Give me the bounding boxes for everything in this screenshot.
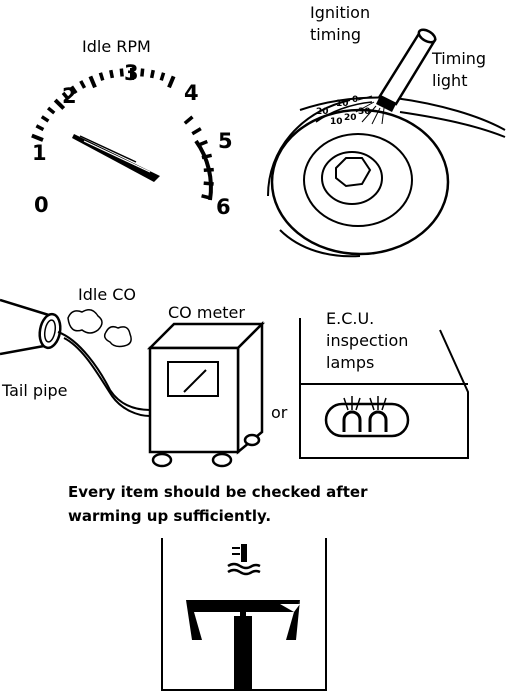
ecu-label-1: E.C.U.	[326, 309, 374, 328]
warmup-note-line2: warming up sufficiently.	[68, 507, 271, 525]
co-meter-box	[146, 320, 266, 468]
pulley-bolt	[335, 157, 372, 188]
ecu-lamps-illustration: E.C.U. inspection lamps	[299, 309, 469, 459]
timing-mark-30: 30	[358, 107, 371, 117]
tach-tick	[53, 98, 66, 110]
ecu-label-3: lamps	[326, 353, 374, 372]
idle-co-label: Idle CO	[78, 285, 136, 304]
timing-mark-0: 0	[352, 95, 358, 105]
tach-tick	[119, 68, 124, 77]
tach-tick	[140, 68, 145, 77]
tach-tick	[40, 115, 50, 123]
tach-number-2: 2	[62, 84, 77, 108]
crank-pulley	[270, 108, 450, 258]
timing-label: timing	[310, 25, 361, 44]
tail-pipe-label: Tail pipe	[1, 381, 68, 400]
timing-mark-10: 10	[336, 99, 349, 109]
tach-needle	[72, 134, 160, 182]
timing-light-label-2: light	[432, 71, 467, 90]
tach-tick	[167, 75, 176, 89]
timing-mark-20b: 20	[344, 113, 357, 123]
tach-tick	[61, 91, 70, 101]
timing-mark-20: 20	[316, 107, 329, 117]
tach-tick	[109, 69, 115, 79]
co-meter-label: CO meter	[168, 303, 245, 322]
tach-number-0: 0	[34, 193, 49, 217]
inspection-lamp-icon	[324, 396, 410, 438]
tach-tick	[191, 127, 202, 136]
co-meter-illustration: Idle CO CO meter Tail pipe or	[0, 285, 288, 468]
timing-scale: 20 10 0 10 20 30	[315, 95, 373, 127]
tach-tick	[35, 124, 45, 132]
tach-tick	[79, 80, 87, 89]
tach-tick	[46, 106, 56, 115]
tach-number-6: 6	[216, 195, 231, 219]
timing-mark-10b: 10	[330, 117, 343, 127]
tach-number-1: 1	[32, 141, 47, 165]
tach-redzone-arc	[194, 139, 213, 201]
tach-number-4: 4	[184, 81, 199, 105]
meter-needle	[183, 369, 207, 393]
timing-light-icon	[355, 28, 437, 125]
meter-gauge-window	[167, 361, 219, 397]
tach-tick	[98, 72, 105, 81]
tail-pipe-icon	[0, 298, 151, 417]
or-label: or	[271, 403, 288, 422]
ignition-timing-illustration: Ignition timing Timing light 20 10 0 10 …	[267, 3, 506, 258]
tach-number-5: 5	[218, 129, 233, 153]
tach-number-3: 3	[124, 61, 139, 85]
tach-tick	[159, 72, 166, 81]
timing-light-label-1: Timing	[431, 49, 486, 68]
tach-tick	[183, 115, 194, 125]
tach-tick	[149, 69, 155, 79]
tachometer: Idle RPM 0 1 2 3 45 6	[31, 37, 233, 219]
thermometer-warm-icon	[161, 538, 327, 691]
tach-tick	[31, 133, 44, 142]
warmup-note-line1: Every item should be checked after	[68, 483, 368, 501]
tach-scale-numbers: 0 1 2 3 45 6	[32, 61, 233, 219]
tach-tick	[88, 75, 97, 89]
ecu-label-2: inspection	[326, 331, 408, 350]
ignition-label: Ignition	[310, 3, 370, 22]
idle-rpm-label: Idle RPM	[82, 37, 151, 56]
tach-tick	[70, 85, 78, 95]
